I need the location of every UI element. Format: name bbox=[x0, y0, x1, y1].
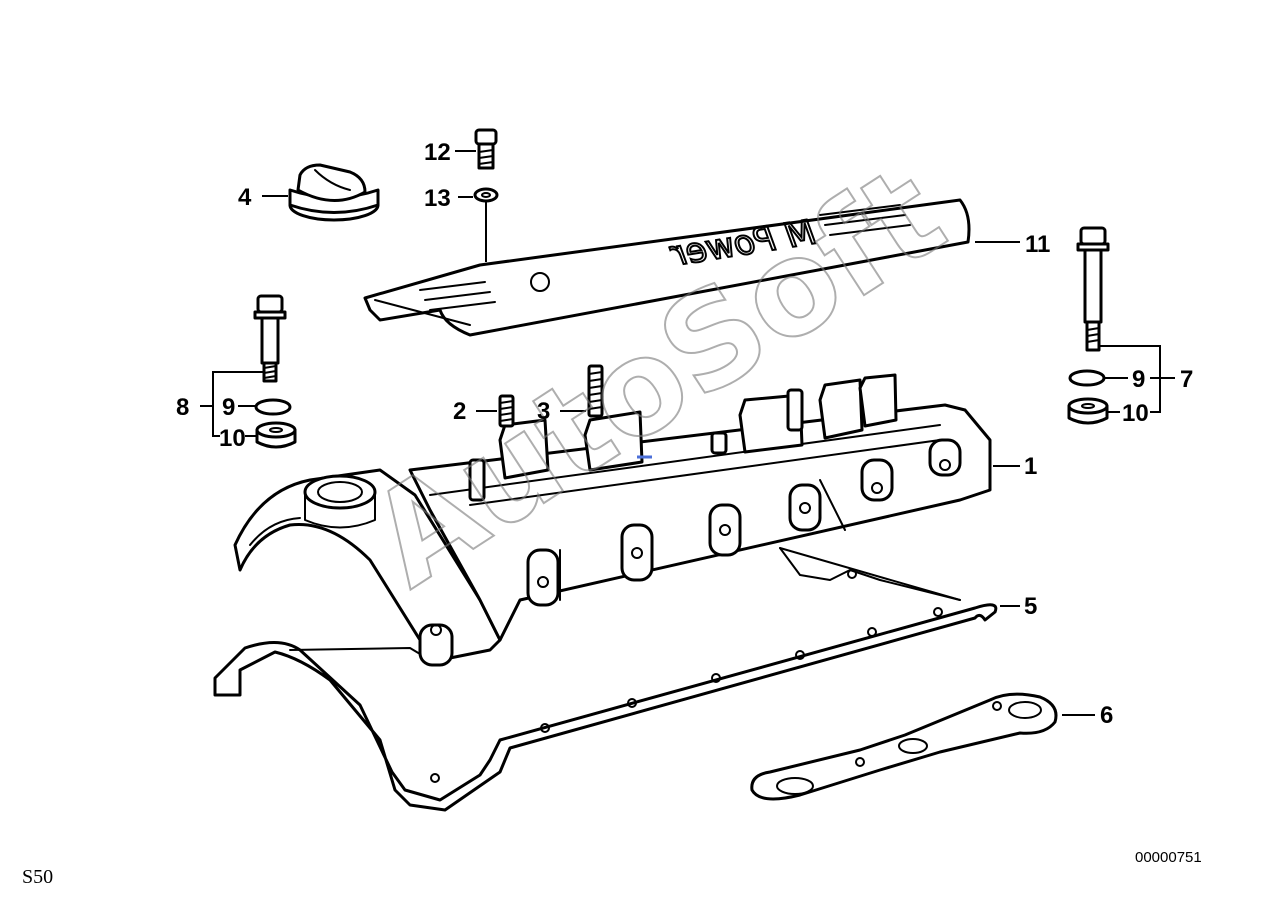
callout-9-left: 9 bbox=[222, 394, 235, 421]
gasket-bolt-holes bbox=[430, 569, 943, 783]
oil-filler-cap-part-4[interactable] bbox=[288, 163, 380, 222]
callout-4: 4 bbox=[238, 184, 252, 211]
callout-10-right: 10 bbox=[1122, 400, 1149, 427]
callout-5: 5 bbox=[1024, 593, 1037, 620]
bolt-set-part-8[interactable] bbox=[253, 294, 287, 383]
grommet-part-10-left[interactable] bbox=[255, 421, 297, 449]
washer-part-13[interactable] bbox=[473, 187, 499, 203]
callout-labels: 4 12 13 11 2 3 1 5 6 8 9 10 9 7 10 bbox=[176, 139, 1193, 729]
callout-6: 6 bbox=[1100, 702, 1113, 729]
callout-10-left: 10 bbox=[219, 425, 246, 452]
reinforcement-plate-part-6[interactable] bbox=[750, 692, 1058, 801]
callout-2: 2 bbox=[453, 398, 466, 425]
callout-8: 8 bbox=[176, 394, 189, 421]
stud-part-3[interactable] bbox=[587, 364, 604, 418]
callout-9-right: 9 bbox=[1132, 366, 1145, 393]
callout-12: 12 bbox=[424, 139, 451, 166]
washer-part-9-left[interactable] bbox=[254, 398, 292, 416]
stud-part-2[interactable] bbox=[498, 394, 515, 428]
washer-part-9-right[interactable] bbox=[1068, 369, 1106, 387]
callout-11: 11 bbox=[1025, 231, 1050, 258]
grommet-part-10-right[interactable] bbox=[1067, 397, 1109, 425]
callout-1: 1 bbox=[1024, 453, 1037, 480]
bolt-part-12[interactable] bbox=[474, 128, 498, 170]
valve-cover-part-1[interactable] bbox=[233, 373, 992, 667]
engine-code: S50 bbox=[22, 866, 53, 888]
diagram-number: 00000751 bbox=[1135, 849, 1202, 866]
callout-3: 3 bbox=[537, 398, 550, 425]
bolt-set-part-7[interactable] bbox=[1076, 226, 1110, 352]
cover-bolt-bosses bbox=[418, 438, 962, 667]
leader-lines bbox=[200, 150, 1175, 716]
callout-7: 7 bbox=[1180, 366, 1193, 393]
callout-13: 13 bbox=[424, 185, 451, 212]
